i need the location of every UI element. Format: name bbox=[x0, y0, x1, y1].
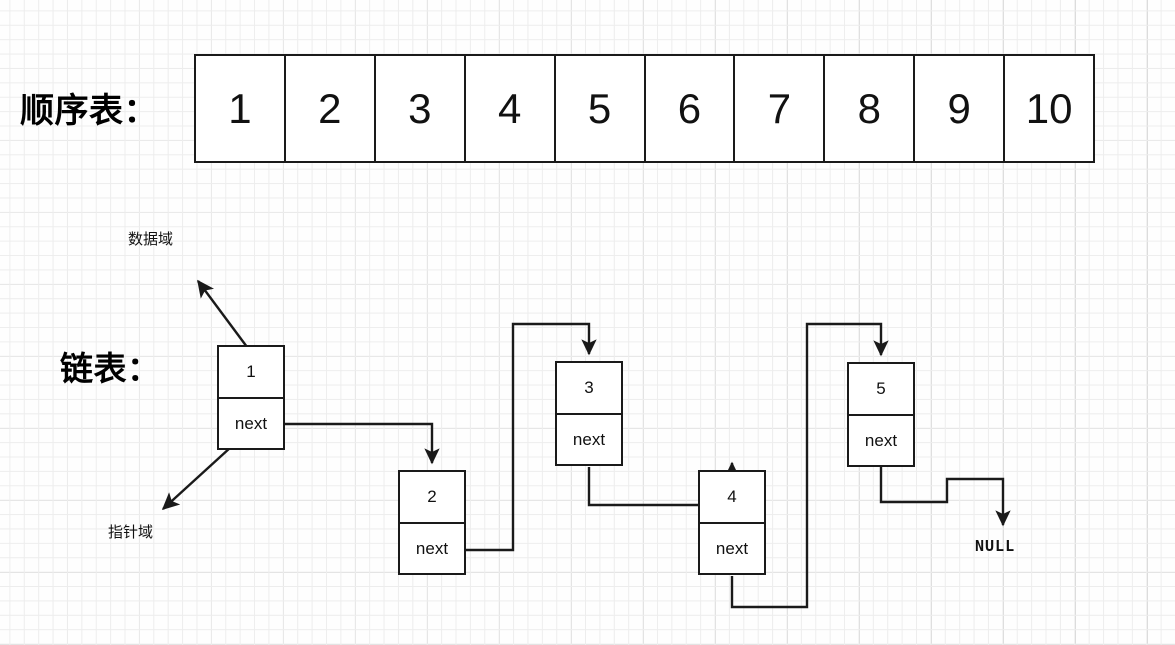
linked-list-node: 4 next bbox=[698, 470, 766, 575]
array-cell: 6 bbox=[645, 56, 736, 161]
node-next-field: next bbox=[864, 430, 898, 450]
array-cell: 9 bbox=[915, 56, 1006, 161]
array-cell: 2 bbox=[285, 56, 376, 161]
linked-list-node: 5 next bbox=[847, 362, 915, 467]
linked-list-node: 2 next bbox=[398, 470, 466, 575]
array-cell: 4 bbox=[465, 56, 556, 161]
link-node5-to-null bbox=[879, 467, 1011, 527]
array-cell: 10 bbox=[1005, 56, 1094, 161]
array-cell: 5 bbox=[555, 56, 646, 161]
array-cell: 8 bbox=[825, 56, 916, 161]
node-next-field: next bbox=[415, 538, 449, 558]
null-terminator-label: NULL bbox=[975, 537, 1016, 555]
linked-list-label: 链表： bbox=[60, 350, 161, 387]
annotation-data-field: 数据域 bbox=[128, 231, 174, 248]
array-cell: 3 bbox=[375, 56, 466, 161]
array-cell: 1 bbox=[196, 56, 286, 161]
linked-list-node: 1 next bbox=[217, 345, 285, 450]
node-data-field: 3 bbox=[557, 363, 621, 415]
array-cell: 7 bbox=[735, 56, 826, 161]
node-data-field: 1 bbox=[219, 347, 283, 399]
node-next-field: next bbox=[715, 538, 749, 558]
sequential-list-table: 1 2 3 4 5 6 7 8 9 10 bbox=[194, 54, 1095, 163]
node-next-field: next bbox=[234, 413, 268, 433]
linked-list-node: 3 next bbox=[555, 361, 623, 466]
link-node1-to-node2 bbox=[285, 422, 440, 465]
annotation-pointer-field: 指针域 bbox=[108, 524, 154, 541]
node-data-field: 2 bbox=[400, 472, 464, 524]
node-data-field: 5 bbox=[849, 364, 913, 416]
annotation-arrow-data-field bbox=[197, 279, 251, 352]
node-next-field: next bbox=[572, 429, 606, 449]
node-data-field: 4 bbox=[700, 472, 764, 524]
sequential-list-label: 顺序表： bbox=[20, 92, 158, 130]
